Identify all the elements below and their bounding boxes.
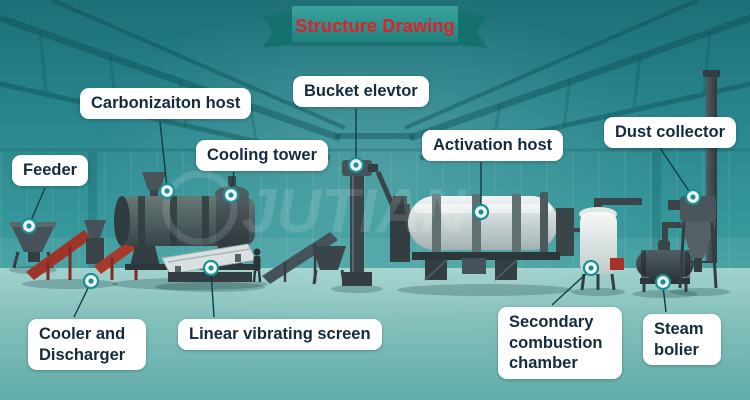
label-feeder: Feeder (12, 155, 89, 186)
label-bucket-elevator: Bucket elevtor (293, 76, 429, 107)
label-cooling-tower: Cooling tower (196, 140, 328, 171)
label-vibrating-screen: Linear vibrating screen (178, 319, 382, 350)
label-secondary-combustion: Secondary combustion chamber (498, 307, 622, 379)
label-cooler-discharger: Cooler and Discharger (28, 319, 146, 371)
label-dust-collector: Dust collector (604, 117, 737, 148)
label-carbonization-host: Carbonizaiton host (80, 88, 252, 119)
page-title: Structure Drawing (295, 15, 455, 36)
ribbon-shape (262, 6, 488, 48)
label-activation-host: Activation host (422, 130, 564, 161)
label-steam-boiler: Steam bolier (643, 314, 721, 366)
title-ribbon: Structure Drawing (262, 3, 488, 49)
